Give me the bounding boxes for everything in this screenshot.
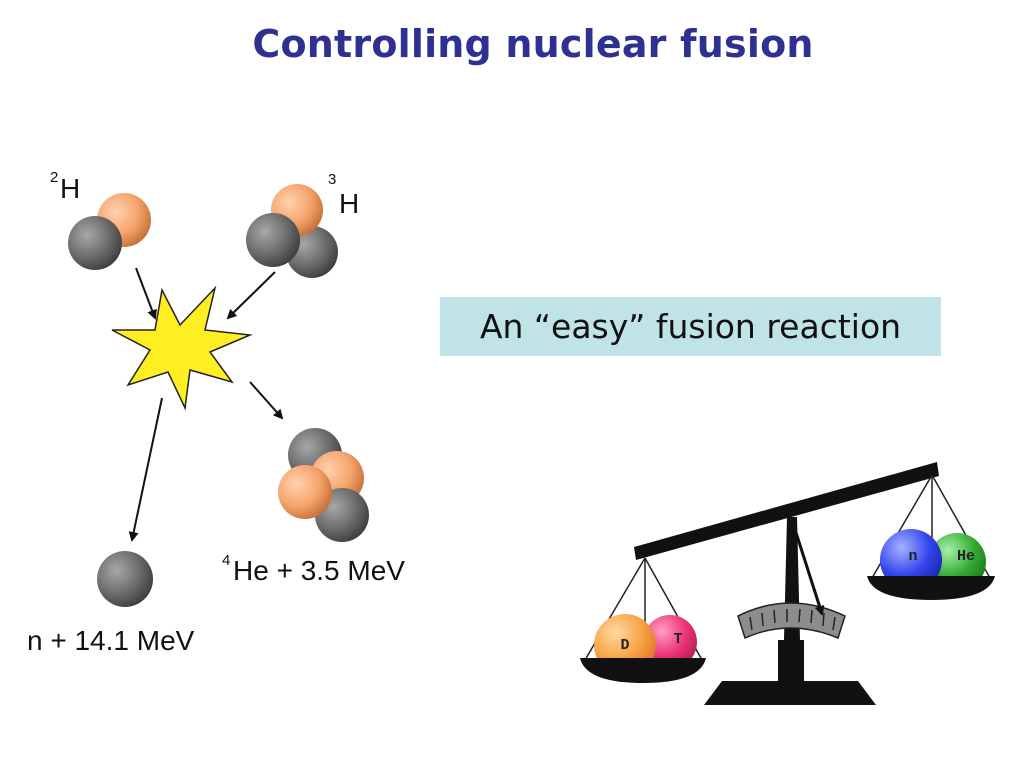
tritium-nucleus — [246, 184, 338, 278]
tritium-neutron-front — [246, 213, 300, 267]
balance-scale: D T n He — [580, 462, 995, 705]
tritium-mass-number: 3 — [328, 171, 336, 188]
tritium-symbol: H — [339, 188, 359, 219]
arrow-tritium-in — [226, 271, 276, 320]
neutron-product-label: n + 14.1 MeV — [27, 625, 195, 656]
neutron-ball-label: n — [908, 548, 917, 565]
neutron-ball — [880, 529, 942, 591]
helium-mass-number: 4 — [222, 552, 230, 569]
slide-title: Controlling nuclear fusion — [252, 22, 814, 66]
scale-needle — [790, 519, 825, 616]
triton-ball — [643, 615, 697, 669]
fusion-burst-icon — [111, 285, 253, 411]
deuteron-label: D — [620, 637, 629, 654]
free-neutron — [97, 551, 153, 607]
helium-proton-front — [278, 465, 332, 519]
helium-product-label: He + 3.5 MeV — [233, 555, 405, 586]
deuterium-neutron — [68, 216, 122, 270]
arrow-neutron-out — [128, 397, 163, 542]
scale-base — [704, 681, 876, 705]
right-pan — [867, 576, 995, 600]
triton-label: T — [673, 631, 682, 648]
deuterium-mass-number: 2 — [50, 169, 58, 186]
helium-ball-label: He — [957, 548, 975, 565]
callout-box: An “easy” fusion reaction — [440, 297, 941, 356]
callout-text: An “easy” fusion reaction — [479, 307, 902, 346]
arrow-deuterium-in — [135, 267, 157, 320]
deuterium-symbol: H — [60, 173, 80, 204]
scale-beam — [634, 462, 939, 560]
arrow-helium-out — [249, 381, 284, 420]
scale-foot — [778, 640, 804, 682]
deuterium-nucleus — [68, 193, 151, 270]
left-pan — [580, 658, 706, 683]
helium-nucleus — [278, 428, 369, 542]
